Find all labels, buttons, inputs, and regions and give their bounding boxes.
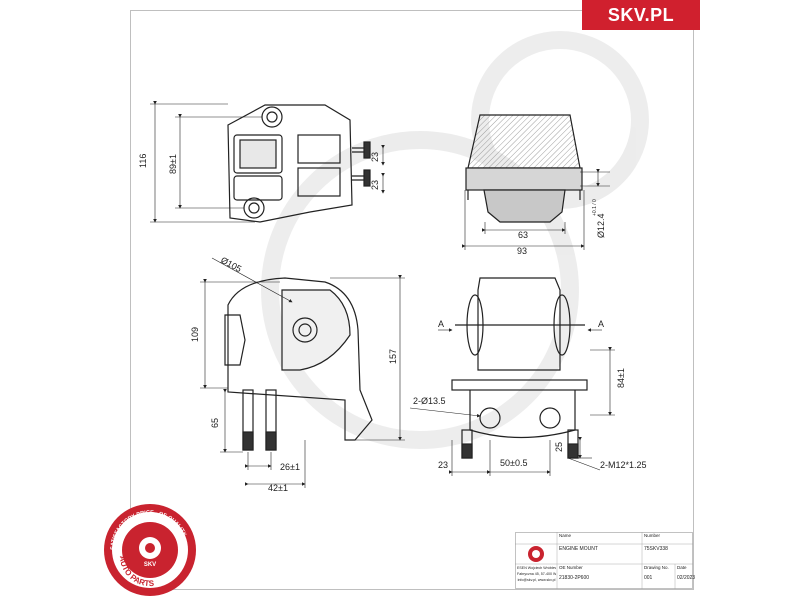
dim-63: 63: [518, 230, 528, 240]
tb-drawing-label: Drawing No.: [644, 565, 669, 570]
dim-89: 89±1: [168, 154, 178, 174]
tb-drawing-value: 001: [644, 575, 653, 581]
brand-logo[interactable]: SKV.PL: [582, 0, 700, 30]
tb-contact: info@skv.pl, www.skv.pl: [517, 578, 556, 582]
dim-tolerance: +0.1 / 0: [592, 199, 598, 216]
section-label-a-right: A: [598, 319, 604, 329]
dim-diameter-12-4: Ø12.4: [596, 213, 606, 238]
top-right-view: [465, 114, 583, 223]
tb-name-header: Name: [559, 533, 572, 538]
quality-seal: SATISFACTORY PRICE - OE QUALITY SKV AUTO…: [104, 504, 196, 596]
tb-date-label: Date: [677, 565, 687, 570]
top-left-dimensions: [150, 101, 385, 223]
dim-26: 26±1: [280, 462, 300, 472]
dim-157: 157: [388, 349, 398, 364]
title-block-grid: [515, 532, 693, 589]
front-dimensions: [200, 257, 405, 488]
tb-number-header: Number: [644, 533, 661, 538]
dim-42: 42±1: [268, 483, 288, 493]
tb-product-number: 75SKV338: [644, 546, 668, 552]
side-view: [451, 277, 588, 459]
tb-oe-value: 21830-2P600: [559, 575, 590, 581]
dim-50: 50±0.5: [500, 458, 527, 468]
tb-company: ESEN Wojciech Wróblewski S.K.A.: [517, 566, 556, 570]
dim-25: 25: [554, 442, 564, 452]
front-view: [224, 277, 373, 451]
dim-23-lower: 23: [370, 180, 380, 190]
title-block: Name Number ENGINE MOUNT 75SKV338 ESEN W…: [515, 532, 696, 589]
dim-84: 84±1: [616, 368, 626, 388]
dim-diameter-105: Ø105: [219, 255, 243, 274]
dim-holes: 2-Ø13.5: [413, 396, 446, 406]
dim-116: 116: [138, 154, 148, 168]
dim-93: 93: [517, 246, 527, 256]
side-dimensions: [409, 328, 615, 476]
tb-address: Fabryczna 45, 57-400 Wrocław, Poland: [517, 572, 556, 576]
seal-center-text: SKV: [144, 562, 156, 568]
tb-product-name: ENGINE MOUNT: [559, 546, 598, 552]
dim-23-side: 23: [438, 460, 448, 470]
dim-23-upper: 23: [370, 152, 380, 162]
section-label-a-left: A: [438, 319, 444, 329]
tb-date-value: 02/2023: [677, 575, 696, 581]
dim-109: 109: [190, 327, 200, 342]
dim-65: 65: [210, 418, 220, 428]
dim-thread: 2-M12*1.25: [600, 460, 647, 470]
drawing-frame: [130, 10, 694, 590]
top-right-dimensions: [462, 169, 610, 250]
tb-oe-label: OE Number: [559, 565, 583, 570]
